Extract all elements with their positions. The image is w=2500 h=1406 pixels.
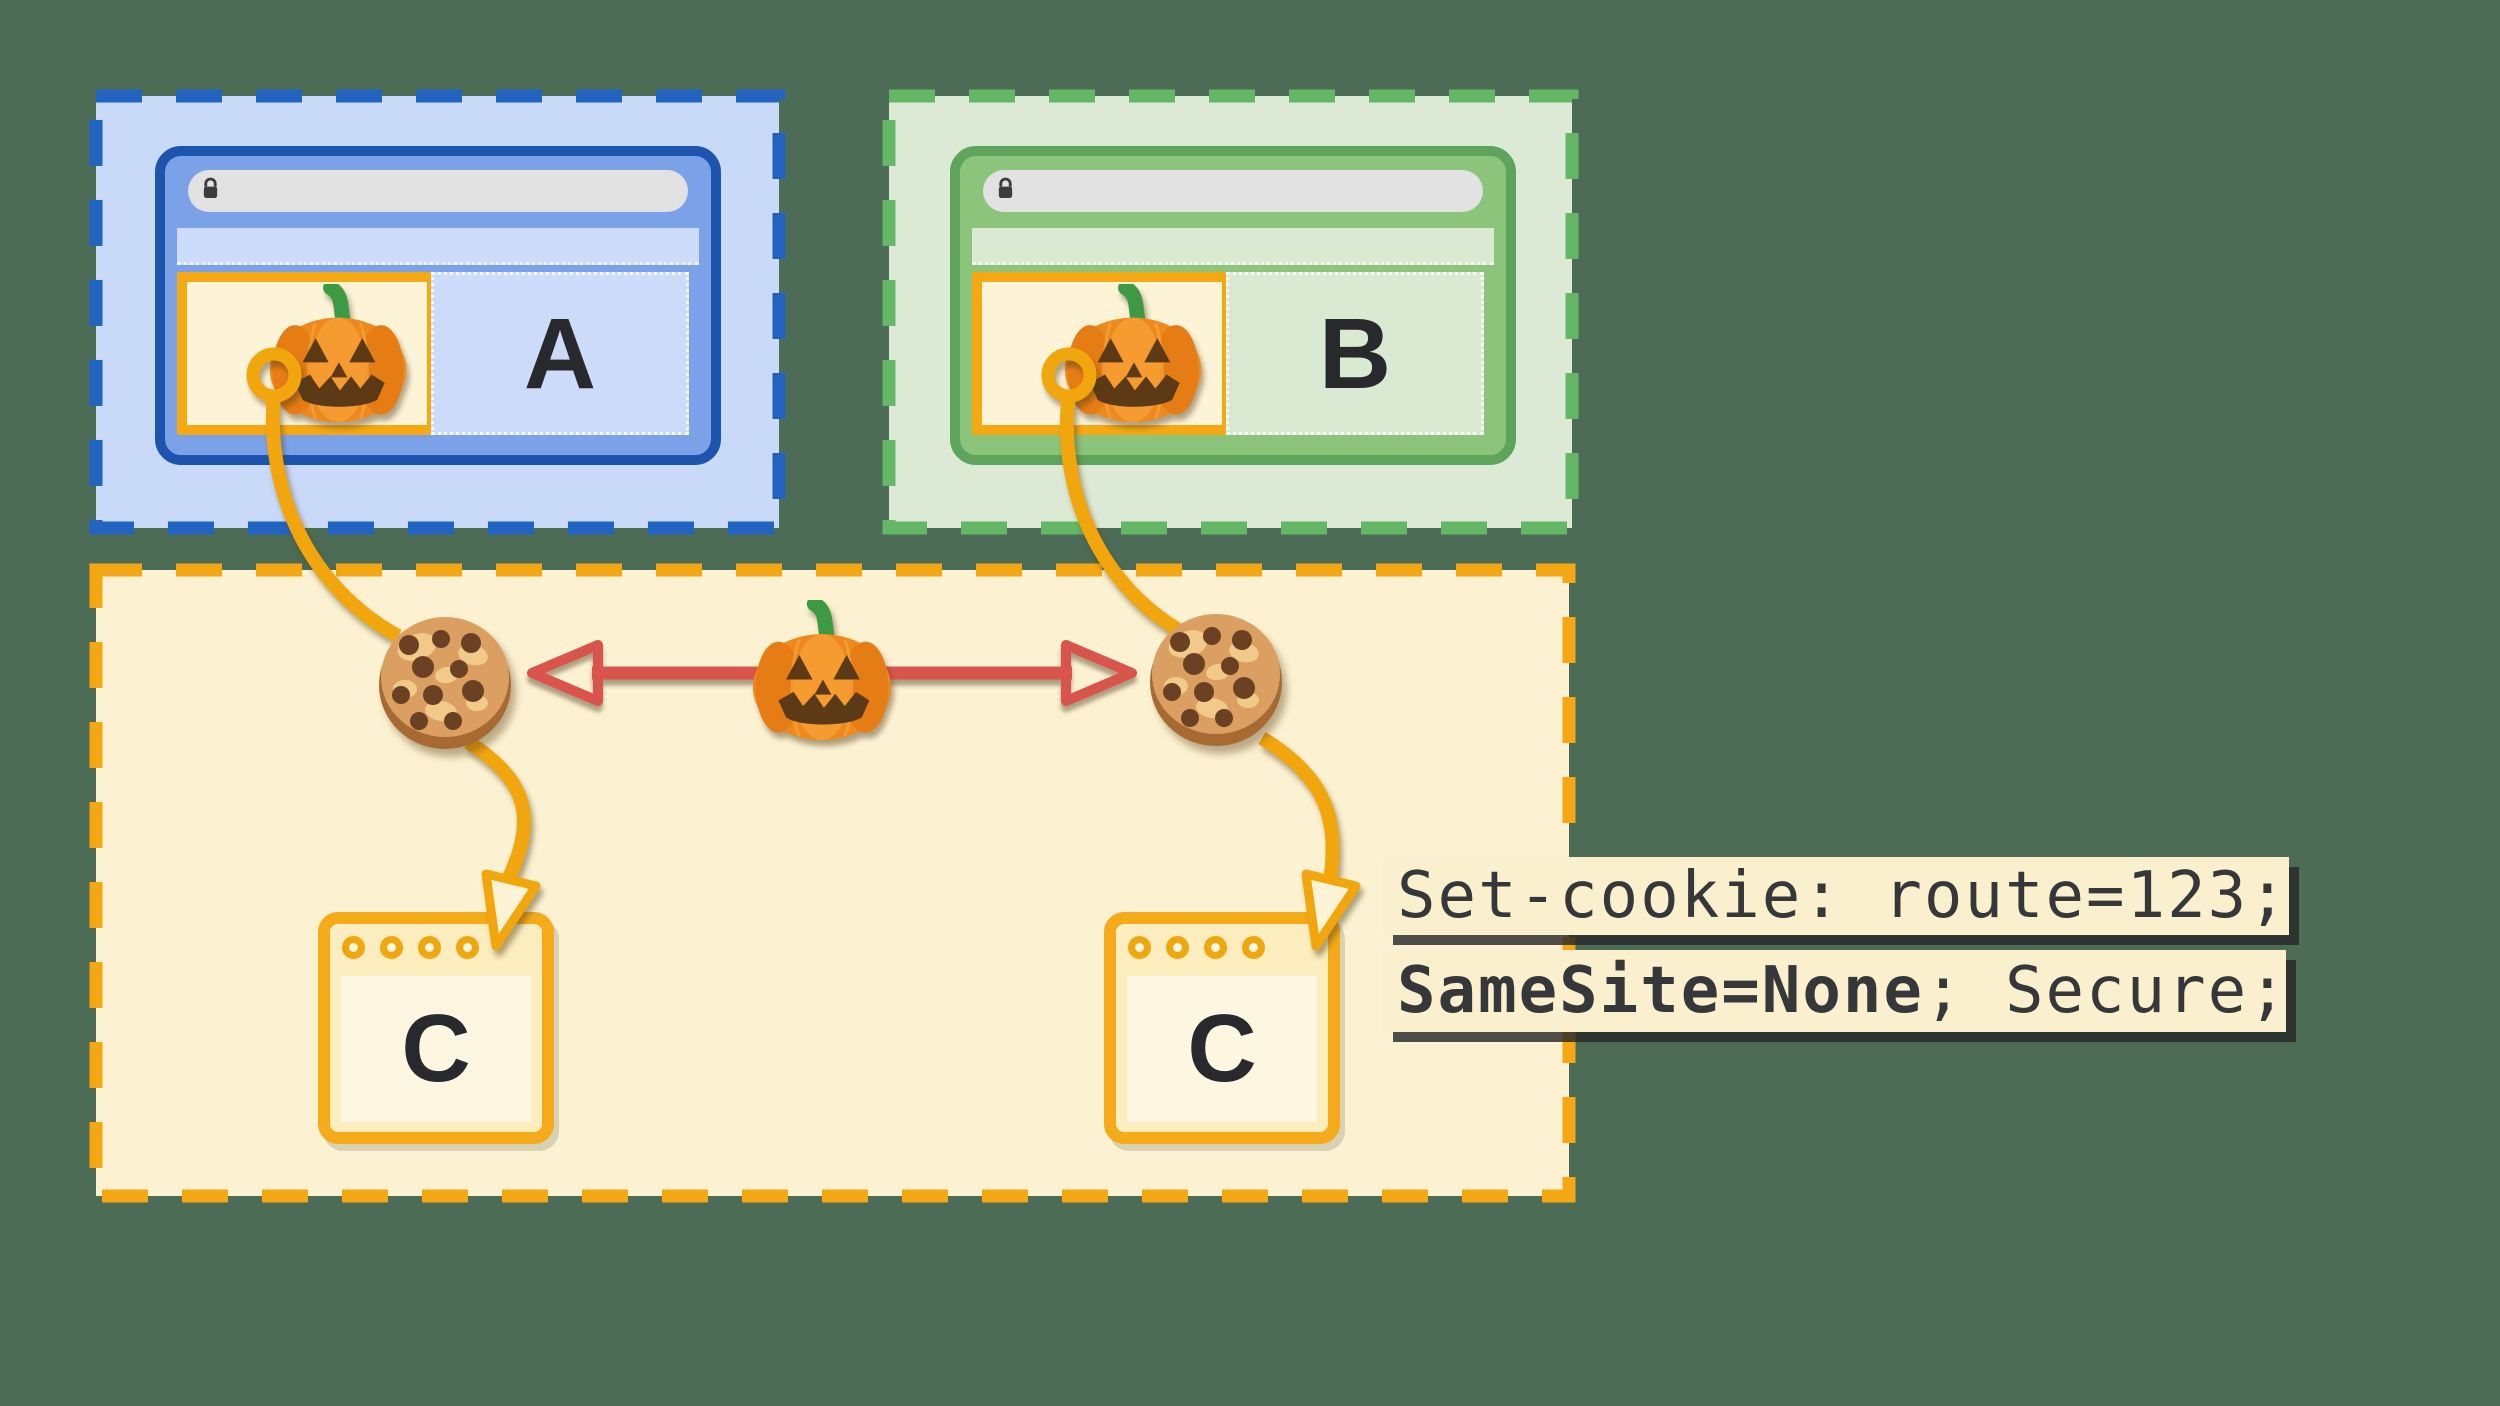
address-bar (188, 170, 688, 212)
browser-window-a: A (155, 146, 721, 465)
dot-icon (418, 936, 441, 959)
set-cookie-header-line-2: SameSite=None; Secure; (1383, 950, 2289, 1032)
window-page: C (341, 976, 531, 1122)
site-b-panel: B (1226, 272, 1484, 435)
third-party-site-boundary (96, 570, 1569, 1196)
embedded-iframe-b (972, 272, 1232, 435)
third-party-label: C (1187, 995, 1257, 1102)
address-bar (983, 170, 1483, 212)
code-text-secure: ; Secure; (1923, 954, 2289, 1028)
site-a-panel: A (431, 272, 689, 435)
page-content-band (177, 228, 699, 265)
site-a-label: A (523, 297, 597, 410)
lock-icon (201, 176, 220, 206)
browser-window-b: B (950, 146, 1516, 465)
dot-icon (342, 936, 365, 959)
dot-icon (380, 936, 403, 959)
code-text: Set-cookie: route=123; (1397, 859, 2289, 933)
third-party-label: C (401, 995, 471, 1102)
window-page: C (1127, 976, 1317, 1122)
dot-icon (1242, 936, 1265, 959)
dot-icon (456, 936, 479, 959)
site-b-label: B (1318, 297, 1392, 410)
page-content-band (972, 228, 1494, 265)
third-party-window-c-left: C (318, 912, 554, 1144)
dot-icon (1204, 936, 1227, 959)
third-party-window-c-right: C (1104, 912, 1340, 1144)
lock-icon (996, 176, 1015, 206)
window-dots (342, 936, 479, 959)
embedded-iframe-a (177, 272, 437, 435)
code-text-samesite: SameSite=None (1397, 954, 1924, 1028)
dot-icon (1166, 936, 1189, 959)
dot-icon (1128, 936, 1151, 959)
window-dots (1128, 936, 1265, 959)
set-cookie-header-line-1: Set-cookie: route=123; (1383, 857, 2289, 935)
